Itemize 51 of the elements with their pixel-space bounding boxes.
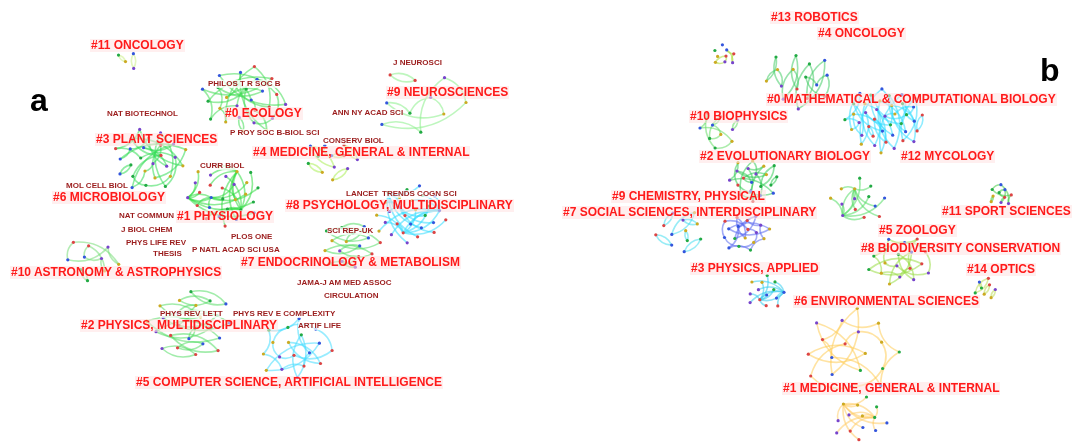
cluster-label: #6 ENVIRONMENTAL SCIENCES [793, 294, 980, 308]
journal-label: THESIS [153, 249, 182, 259]
cluster-label: #11 SPORT SCIENCES [941, 204, 1072, 218]
cluster-label: #7 SOCIAL SCIENCES, INTERDISCIPLINARY [562, 205, 818, 219]
journal-label: TRENDS COGN SCI [382, 189, 457, 199]
journal-label: CURR BIOL [200, 161, 245, 171]
cluster-label: #9 CHEMISTRY, PHYSICAL [611, 189, 766, 203]
cluster-label: #1 PHYSIOLOGY [176, 209, 275, 223]
cluster-label: #11 ONCOLOGY [90, 38, 185, 52]
journal-label: MOL CELL BIOL [66, 181, 128, 191]
cluster-label: #0 MATHEMATICAL & COMPUTATIONAL BIOLOGY [766, 92, 1057, 106]
cluster-label: #4 MEDICINE, GENERAL & INTERNAL [252, 145, 471, 159]
journal-label: J BIOL CHEM [121, 225, 173, 235]
journal-label: PHYS REV E COMPLEXITY [233, 309, 336, 319]
cluster-label: #1 MEDICINE, GENERAL & INTERNAL [782, 381, 1001, 395]
journal-label: JAMA-J AM MED ASSOC [297, 278, 392, 288]
cluster-label: #4 ONCOLOGY [817, 26, 906, 40]
journal-label: CIRCULATION [324, 291, 379, 301]
cluster-label: #14 OPTICS [966, 262, 1037, 276]
journal-label: P ROY SOC B-BIOL SCI [230, 128, 320, 138]
journal-label: PHYS LIFE REV [126, 238, 186, 248]
cluster-label: #8 BIODIVERSITY CONSERVATION [860, 241, 1062, 255]
cluster-label: #3 PLANT SCIENCES [95, 132, 219, 146]
journal-label: SCI REP-UK [327, 226, 374, 236]
cluster-label: #13 ROBOTICS [770, 10, 859, 24]
journal-label: ARTIF LIFE [298, 321, 342, 331]
journal-label: PHILOS T R SOC B [208, 79, 281, 89]
journal-label: J NEUROSCI [393, 58, 442, 68]
journal-label: NAT BIOTECHNOL [107, 109, 178, 119]
cluster-label: #5 COMPUTER SCIENCE, ARTIFICIAL INTELLIGENCE [135, 375, 444, 389]
cluster-label: #7 ENDOCRINOLOGY & METABOLISM [240, 255, 461, 269]
journal-label: P NATL ACAD SCI USA [192, 245, 280, 255]
panel-letter: b [1040, 52, 1060, 88]
panel-letter: a [30, 82, 48, 118]
cluster-label: #10 BIOPHYSICS [689, 109, 789, 123]
journal-label: ANN NY ACAD SCI [332, 108, 404, 118]
journal-label: LANCET [346, 189, 379, 199]
journal-label: NAT COMMUN [119, 211, 174, 221]
cluster-label: #2 PHYSICS, MULTIDISCIPLINARY [80, 318, 279, 332]
cluster-label: #0 ECOLOGY [224, 106, 303, 120]
cluster-label: #10 ASTRONOMY & ASTROPHYSICS [10, 265, 223, 279]
cluster-label: #12 MYCOLOGY [900, 149, 996, 163]
journal-label: PLOS ONE [231, 232, 273, 242]
cluster-label: #3 PHYSICS, APPLIED [690, 261, 820, 275]
cluster-label: #6 MICROBIOLOGY [52, 190, 166, 204]
journal-label: PHYS REV LETT [160, 309, 223, 319]
cluster-label: #5 ZOOLOGY [878, 223, 957, 237]
journal-label: CONSERV BIOL [323, 136, 384, 146]
cluster-label: #8 PSYCHOLOGY, MULTIDISCIPLINARY [285, 198, 514, 212]
cluster-label: #2 EVOLUTIONARY BIOLOGY [699, 149, 872, 163]
cluster-label: #9 NEUROSCIENCES [386, 85, 510, 99]
